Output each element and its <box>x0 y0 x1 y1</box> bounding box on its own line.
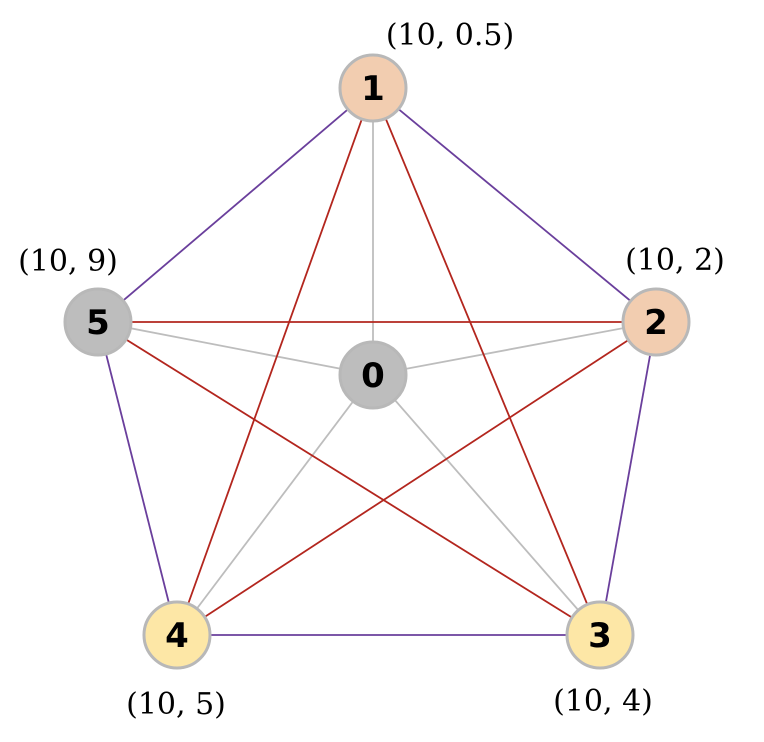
node-circle-0 <box>338 340 408 410</box>
edge-5-1 <box>97 87 374 323</box>
coord-label-1: (10, 0.5) <box>386 18 514 53</box>
node-circle-1 <box>338 53 408 123</box>
node-layer: 0 1 2 3 4 5 <box>63 53 691 670</box>
coord-label-layer: (10, 0.5) (10, 2) (10, 4) (10, 5) (10, 9) <box>18 18 725 722</box>
node-circle-3 <box>565 600 635 670</box>
edge-0-2 <box>372 321 657 376</box>
node-1: 1 <box>338 53 408 123</box>
edge-0-3 <box>372 374 601 636</box>
edge-3-5 <box>97 321 601 636</box>
node-label-2: 2 <box>644 303 668 343</box>
node-label-0: 0 <box>361 356 385 396</box>
node-label-1: 1 <box>361 69 385 109</box>
coord-label-5: (10, 9) <box>18 244 118 279</box>
node-0: 0 <box>338 340 408 410</box>
node-circle-5 <box>63 287 133 357</box>
node-circle-2 <box>621 287 691 357</box>
edge-1-2 <box>372 87 657 323</box>
edge-1-3 <box>372 87 601 636</box>
node-2: 2 <box>621 287 691 357</box>
edge-2-3 <box>599 321 657 636</box>
node-circle-4 <box>142 600 212 670</box>
edge-2-4 <box>176 321 657 636</box>
node-label-4: 4 <box>165 616 189 656</box>
node-5: 5 <box>63 287 133 357</box>
coord-label-4: (10, 5) <box>126 687 226 722</box>
coord-label-2: (10, 2) <box>625 243 725 278</box>
edge-0-5 <box>97 321 374 376</box>
node-label-3: 3 <box>588 616 612 656</box>
node-3: 3 <box>565 600 635 670</box>
node-label-5: 5 <box>86 303 110 343</box>
node-4: 4 <box>142 600 212 670</box>
edge-1-4 <box>176 87 374 636</box>
coord-label-3: (10, 4) <box>553 684 653 719</box>
edge-4-5 <box>97 321 178 636</box>
edge-0-4 <box>176 374 374 636</box>
edge-layer <box>97 87 657 636</box>
